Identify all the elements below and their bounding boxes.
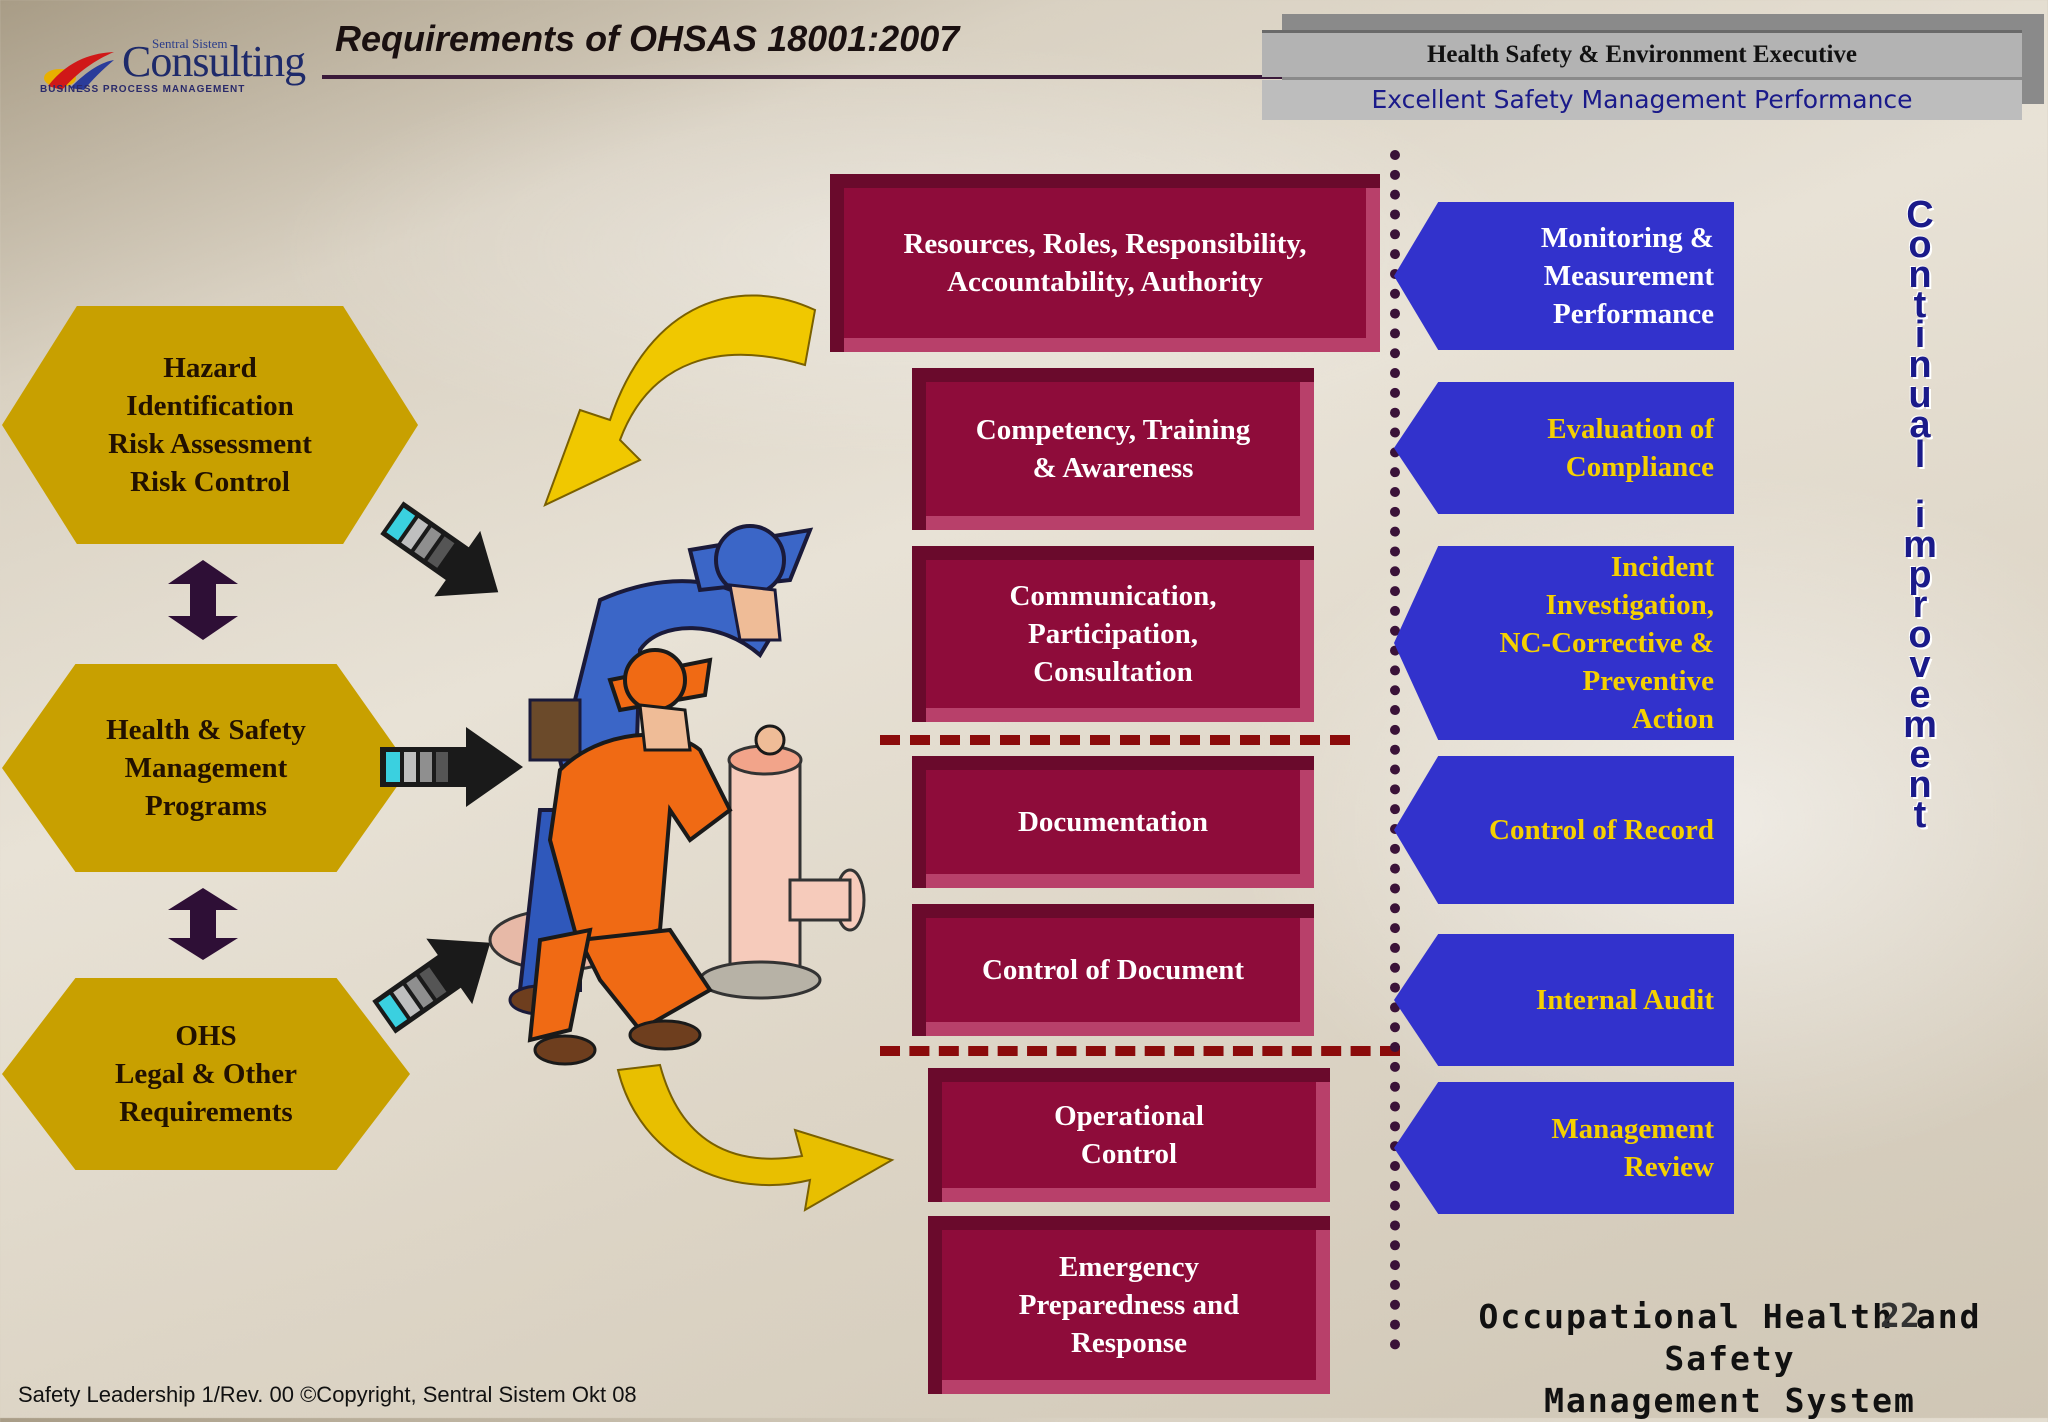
box-label: Emergency Preparedness and Response (1018, 1251, 1240, 1359)
vertical-letter: t (1913, 794, 1927, 836)
vertical-letter: C (1906, 194, 1934, 236)
swoosh-logo-icon (44, 52, 114, 90)
curved-arrow-icon (543, 294, 817, 507)
hse-executive-label: Health Safety & Environment Executive (1426, 41, 1858, 68)
logo-wordmark: Consulting (122, 37, 306, 86)
vertical-letter: e (1909, 734, 1931, 776)
vertical-letter: i (1914, 494, 1926, 536)
box-internal-audit: Internal Audit (1394, 934, 1734, 1066)
vertical-letter: t (1913, 284, 1927, 326)
logo-small-text: Sentral Sistem (152, 36, 228, 51)
vertical-letter: e (1909, 674, 1931, 716)
logo-subtitle: BUSINESS PROCESS MANAGEMENT (40, 84, 246, 95)
vertical-letter: n (1908, 344, 1932, 386)
box-control-of-record: Control of Record (1394, 756, 1734, 904)
box-label: Resources, Roles, Responsibility, Accoun… (903, 228, 1307, 298)
page-number: 22 (1880, 1296, 1920, 1335)
tagline-box: Excellent Safety Management Performance (1262, 80, 2022, 120)
vertical-letter: o (1908, 614, 1932, 656)
box-label: Internal Audit (1535, 984, 1714, 1016)
box-management-review: Management Review (1394, 1082, 1734, 1214)
box-label: Competency, Training & Awareness (975, 414, 1251, 484)
double-arrow-icon (168, 560, 238, 640)
vertical-letter: p (1908, 554, 1932, 596)
hexagon-label: Health & Safety Management Programs (106, 714, 306, 822)
hexagon-hazard-identification: Hazard Identification Risk Assessment Ri… (2, 306, 418, 544)
hse-executive-box: Health Safety & Environment Executive (1262, 30, 2022, 77)
striped-arrow-icon (380, 727, 523, 807)
curved-arrow-icon (616, 1063, 895, 1212)
footer-copyright: Safety Leadership 1/Rev. 00 ©Copyright, … (18, 1382, 637, 1407)
box-label: Control of Record (1489, 814, 1714, 846)
system-title: Occupational Health and Safety Managemen… (1478, 1297, 1982, 1420)
box-label: Incident Investigation, NC-Corrective & … (1499, 551, 1714, 735)
company-logo: Sentral Sistem Consulting BUSINESS PROCE… (40, 22, 322, 100)
striped-arrow-icon (372, 938, 491, 1034)
section-divider (880, 1046, 1400, 1056)
vertical-letter: n (1908, 254, 1932, 296)
box-label: Communication, Participation, Consultati… (1009, 580, 1217, 688)
box-communication: Communication, Participation, Consultati… (912, 546, 1314, 722)
vertical-letter: u (1908, 374, 1932, 416)
section-divider (880, 735, 1350, 745)
vertical-letter: i (1914, 314, 1926, 356)
vertical-letter: m (1903, 704, 1937, 746)
box-control-of-document: Control of Document (912, 904, 1314, 1036)
tagline-label: Excellent Safety Management Performance (1371, 85, 1913, 114)
box-label: Monitoring & Measurement Performance (1540, 222, 1714, 330)
vertical-letter: r (1912, 584, 1928, 626)
box-operational-control: Operational Control (928, 1068, 1330, 1202)
hexagon-label: OHS Legal & Other Requirements (114, 1020, 297, 1128)
vertical-letter: n (1908, 764, 1932, 806)
double-arrow-icon (168, 888, 238, 960)
striped-arrow-icon (380, 501, 499, 597)
workers-illustration (488, 524, 866, 1066)
vertical-letter: v (1909, 644, 1931, 686)
box-label: Documentation (1017, 806, 1209, 838)
box-competency-training: Competency, Training & Awareness (912, 368, 1314, 530)
title-underline (322, 75, 2022, 79)
hexagon-management-programs: Health & Safety Management Programs (2, 664, 410, 872)
box-label: Management Review (1551, 1113, 1714, 1183)
box-evaluation-compliance: Evaluation of Compliance (1394, 382, 1734, 514)
vertical-letter: a (1909, 404, 1931, 446)
box-monitoring-measurement: Monitoring & Measurement Performance (1394, 202, 1734, 350)
box-emergency-preparedness: Emergency Preparedness and Response (928, 1216, 1330, 1394)
vertical-letter: m (1903, 524, 1937, 566)
box-label: Evaluation of Compliance (1547, 413, 1714, 483)
page-title: Requirements of OHSAS 18001:2007 (335, 18, 960, 59)
box-documentation: Documentation (912, 756, 1314, 888)
vertical-letter: o (1908, 224, 1932, 266)
box-resources-roles: Resources, Roles, Responsibility, Accoun… (830, 174, 1380, 352)
box-incident-investigation: Incident Investigation, NC-Corrective & … (1394, 546, 1734, 740)
box-label: Control of Document (981, 954, 1245, 986)
hexagon-label: Hazard Identification Risk Assessment Ri… (108, 352, 312, 498)
dotted-divider (1390, 150, 1400, 1350)
vertical-letter: l (1914, 434, 1926, 476)
hexagon-legal-requirements: OHS Legal & Other Requirements (2, 978, 410, 1170)
box-label: Operational Control (1054, 1100, 1204, 1170)
